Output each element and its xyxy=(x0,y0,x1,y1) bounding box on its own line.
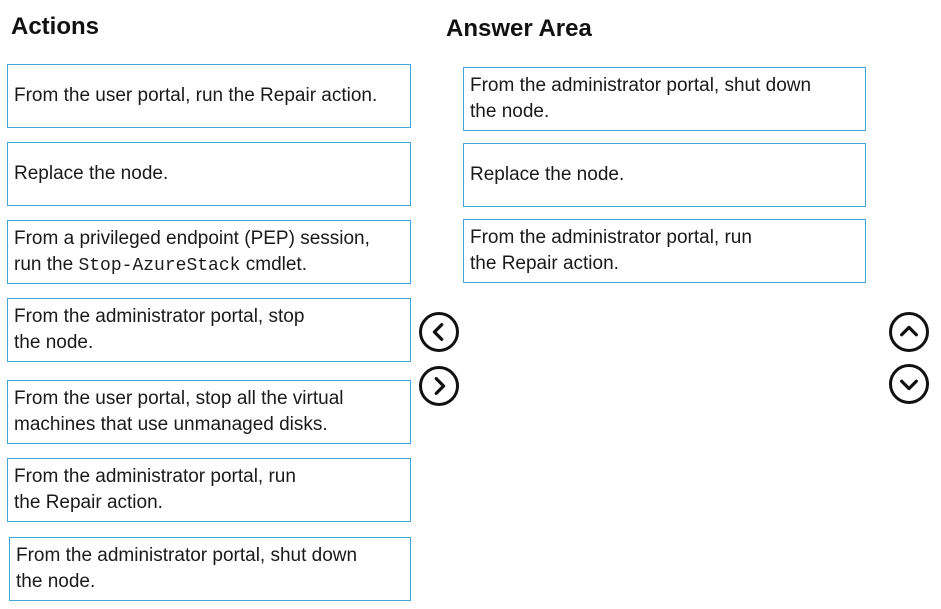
action-item-line1: From a privileged endpoint (PEP) session… xyxy=(14,227,370,249)
chevron-left-icon xyxy=(432,323,444,341)
action-item-label: Replace the node. xyxy=(14,163,169,184)
action-item-label: From the administrator portal, run the R… xyxy=(14,464,296,516)
answer-item-admin-portal-repair[interactable]: From the administrator portal, run the R… xyxy=(463,219,866,283)
action-item-label: From the administrator portal, shut down… xyxy=(16,543,357,595)
answer-item-line2: the node. xyxy=(470,101,550,122)
action-item-line2: the Repair action. xyxy=(14,492,163,513)
action-item-label: From the user portal, run the Repair act… xyxy=(14,85,378,106)
action-item-admin-portal-repair[interactable]: From the administrator portal, run the R… xyxy=(7,458,411,522)
answer-area-heading: Answer Area xyxy=(446,15,592,42)
answer-item-line1: From the administrator portal, run xyxy=(470,227,752,248)
action-item-label: From the administrator portal, stop the … xyxy=(14,304,304,356)
answer-item-admin-portal-shutdown[interactable]: From the administrator portal, shut down… xyxy=(463,67,866,131)
action-item-line2: the node. xyxy=(16,571,96,592)
action-item-user-portal-stop-vms[interactable]: From the user portal, stop all the virtu… xyxy=(7,380,411,444)
action-item-line2: the node. xyxy=(14,332,94,353)
answer-item-label: From the administrator portal, run the R… xyxy=(470,225,752,277)
answer-item-line1: From the administrator portal, shut down xyxy=(470,75,812,96)
action-item-label: From the user portal, stop all the virtu… xyxy=(14,386,343,438)
action-item-admin-portal-shutdown[interactable]: From the administrator portal, shut down… xyxy=(9,537,411,601)
chevron-up-icon xyxy=(900,325,918,337)
action-item-replace-node[interactable]: Replace the node. xyxy=(7,142,411,206)
action-item-line1: From the administrator portal, shut down xyxy=(16,545,358,566)
action-item-line1: From the user portal, stop all the virtu… xyxy=(14,388,344,409)
move-right-button[interactable] xyxy=(419,366,459,406)
action-item-line1: From the administrator portal, run xyxy=(14,466,296,487)
action-item-line2: machines that use unmanaged disks. xyxy=(14,414,328,435)
action-item-pep-stop-azurestack[interactable]: From a privileged endpoint (PEP) session… xyxy=(7,220,411,284)
action-item-line2-end: cmdlet. xyxy=(245,253,307,275)
cmdlet-name: Stop-AzureStack xyxy=(78,255,241,276)
action-item-line2-start: run the xyxy=(14,253,74,275)
action-item-admin-portal-stop[interactable]: From the administrator portal, stop the … xyxy=(7,298,411,362)
answer-item-label: From the administrator portal, shut down… xyxy=(470,73,811,125)
chevron-right-icon xyxy=(434,377,446,395)
answer-item-label: Replace the node. xyxy=(470,164,625,185)
actions-heading: Actions xyxy=(11,13,100,40)
action-item-user-portal-repair[interactable]: From the user portal, run the Repair act… xyxy=(7,64,411,128)
move-down-button[interactable] xyxy=(889,364,929,404)
move-up-button[interactable] xyxy=(889,312,929,352)
move-left-button[interactable] xyxy=(419,312,459,352)
chevron-down-icon xyxy=(900,379,918,391)
action-item-line1: From the administrator portal, stop xyxy=(14,306,305,327)
action-item-label: From a privileged endpoint (PEP) session… xyxy=(14,226,370,279)
answer-item-replace-node[interactable]: Replace the node. xyxy=(463,143,866,207)
answer-item-line2: the Repair action. xyxy=(470,253,619,274)
